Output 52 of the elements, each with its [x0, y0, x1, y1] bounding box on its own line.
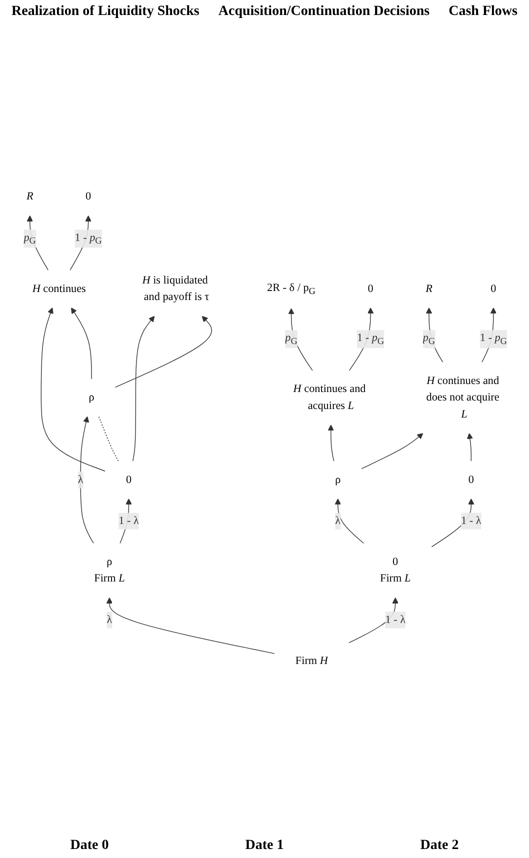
node-text: 0 [490, 282, 496, 295]
edge-label: p$_{G}$ [24, 232, 36, 246]
node-text: 0 [468, 474, 474, 486]
arrow [328, 424, 334, 462]
arrow [120, 498, 132, 544]
node-text: Firm H [295, 654, 328, 667]
date-label: Date 0 [70, 838, 109, 854]
edge-label: p$_{G}$ [285, 332, 298, 346]
edge-label: λ [106, 614, 112, 626]
column-heading: Cash Flows [448, 4, 518, 20]
node-text: 0 Firm L [380, 556, 411, 584]
arrow [348, 597, 398, 644]
column-heading: Realization of Liquidity Shocks [12, 4, 200, 20]
arrow [426, 308, 444, 363]
node-text: H continues and acquires L [293, 383, 366, 412]
node-text: 2R - δ / p$_{G}$ [267, 282, 316, 296]
node-text: ρ Firm L [94, 556, 125, 584]
arrow [361, 433, 424, 470]
edge-label: 1 - λ [118, 514, 139, 527]
arrow [466, 433, 474, 462]
edge-label: 1 - p$_{G}$ [480, 332, 508, 346]
node-text: 0 [86, 190, 92, 202]
arrow [80, 416, 94, 544]
node-text: R [426, 282, 432, 295]
arrow [114, 316, 212, 388]
arrow [106, 597, 275, 654]
node-text: ρ [88, 392, 94, 404]
node-text: 0 [368, 282, 374, 295]
edge-label: 1 - λ [385, 614, 406, 626]
column-heading: Acquisition/Continuation Decisions [218, 4, 430, 20]
arrow [334, 498, 364, 544]
arrow [288, 308, 313, 371]
node-text: 0 [126, 474, 132, 486]
arrow [70, 308, 92, 380]
edge-label: 1 - p$_{G}$ [74, 232, 102, 246]
edge-label: p$_{G}$ [422, 332, 436, 346]
edge-label: 1 - λ [461, 514, 482, 527]
arrow [26, 215, 48, 271]
node-text: H is liquidated and payoff is τ [142, 274, 210, 303]
node-text: H continues [32, 282, 86, 295]
arrow [40, 308, 106, 472]
node-text: ρ [335, 474, 341, 486]
arrow [132, 316, 155, 462]
connector [98, 416, 119, 462]
edge-label: λ [335, 514, 341, 527]
node-text: H continues and does not acquire L [426, 374, 500, 420]
node-text: R [26, 190, 34, 202]
date-label: Date 1 [245, 838, 284, 854]
date-label: Date 2 [420, 838, 459, 854]
edge-label: 1 - p$_{G}$ [356, 332, 384, 346]
arrow [431, 498, 474, 548]
edge-label: λ [78, 474, 84, 486]
